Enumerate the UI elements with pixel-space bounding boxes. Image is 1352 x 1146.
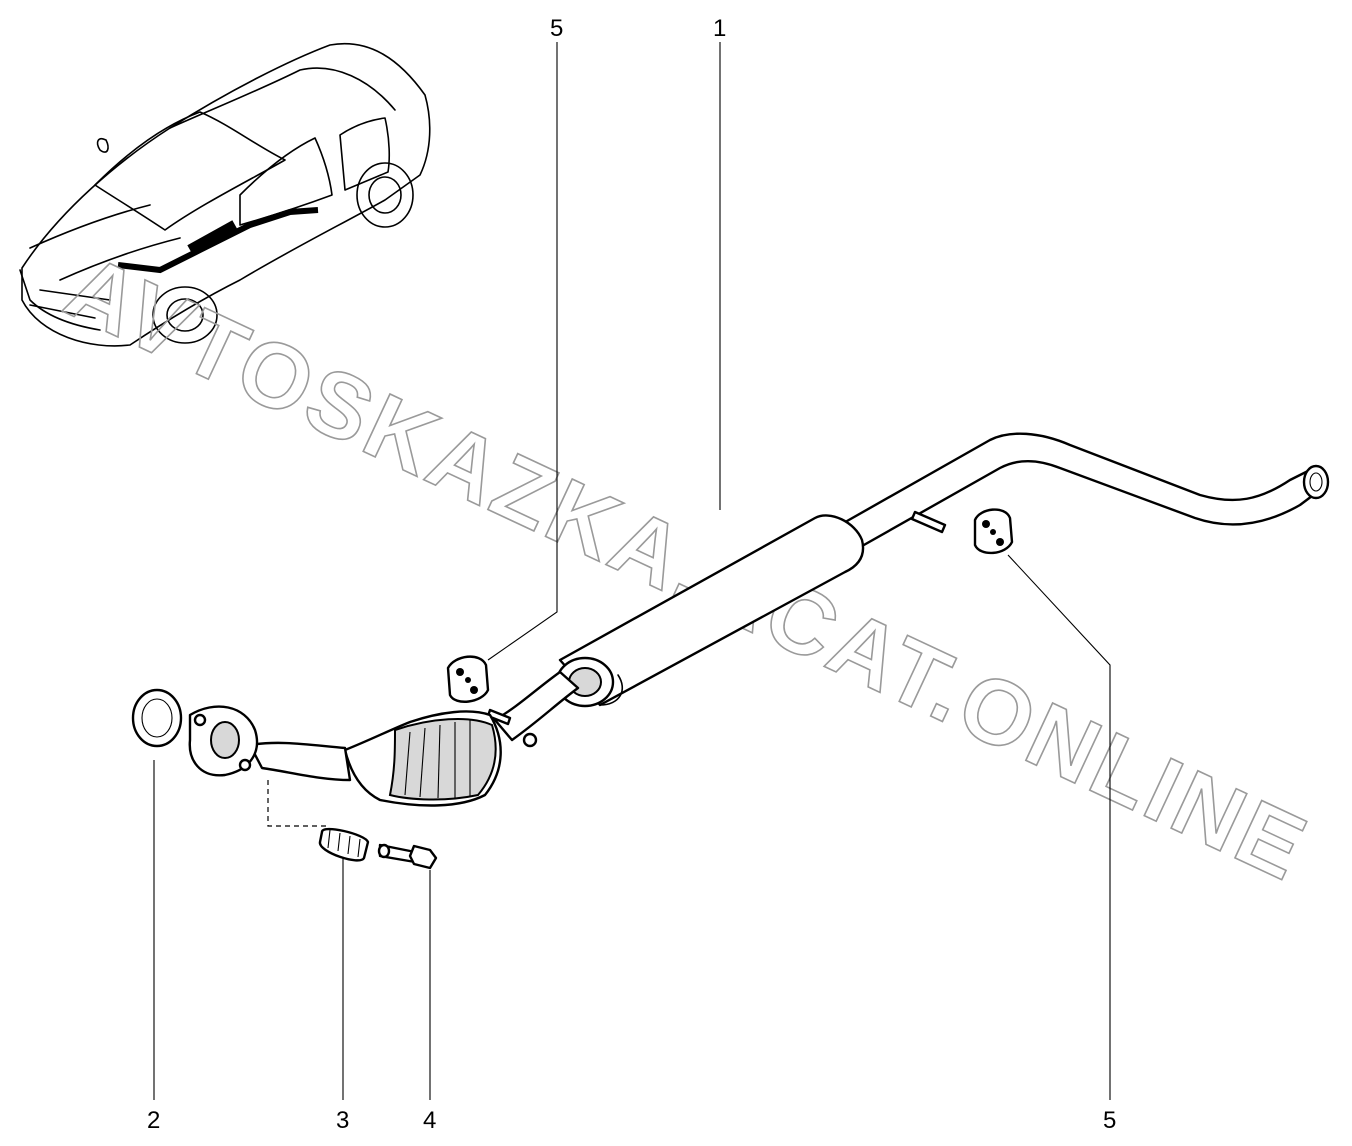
- leader-lines: [153, 42, 1111, 1100]
- watermark-text: AVTOSKAZKA.ACAT.ONLINE: [52, 236, 1324, 901]
- callout-1: 1: [713, 15, 726, 42]
- rubber-hanger-right: [973, 508, 1014, 555]
- callout-3: 3: [336, 1107, 349, 1134]
- exhaust-assembly: [188, 432, 1330, 827]
- callout-2: 2: [147, 1107, 160, 1134]
- callout-5-top: 5: [550, 15, 563, 42]
- spring: [318, 827, 370, 862]
- gasket-ring: [131, 688, 183, 748]
- bolt: [377, 843, 438, 870]
- callout-4: 4: [423, 1107, 436, 1134]
- rubber-hanger-left: [446, 655, 490, 703]
- callout-5-bottom: 5: [1103, 1107, 1116, 1134]
- car-overview-illustration: [19, 42, 431, 347]
